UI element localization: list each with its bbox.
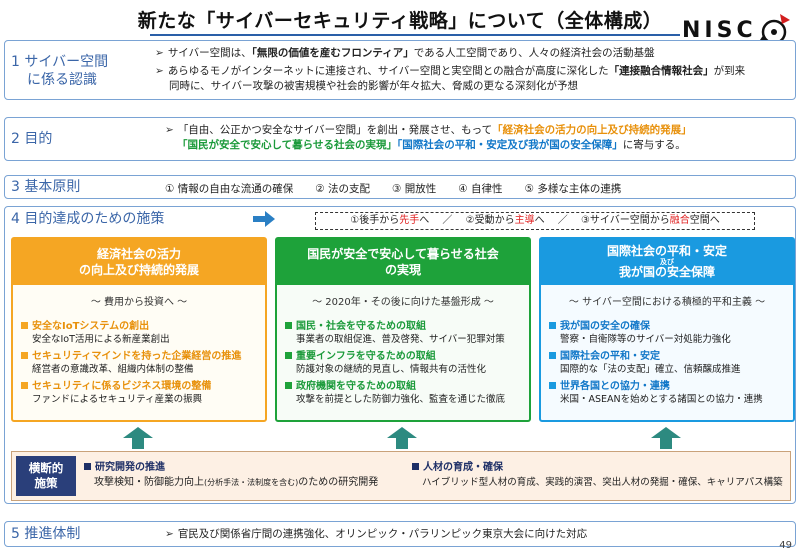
page-number: 49 [779, 540, 792, 551]
card-item-list: 安全なIoTシステムの創出 安全なIoT活用による新産業創出 セキュリティマイン… [13, 308, 265, 406]
card-economic-vitality: 経済社会の活力 の向上及び持続的発展 ～ 費用から投資へ ～ 安全なIoTシステ… [11, 237, 267, 422]
card-item-desc: 米国・ASEANを始めとする諸国との協力・連携 [560, 394, 763, 405]
section-3-label: 3 基本原則 [11, 179, 81, 195]
card-subtitle: ～ 費用から投資へ ～ [90, 297, 188, 308]
section-5-body: ➢官民及び関係省庁間の連携強化、オリンピック・パラリンピック東京大会に向けた対応 [165, 528, 588, 540]
card-item-desc: 経営者の意識改革、組織内体制の整備 [32, 364, 194, 375]
card-safe-society: 国民が安全で安心して暮らせる社会 の実現 ～ 2020年・その後に向けた基盤形成… [275, 237, 531, 422]
bullet-2: ➢あらゆるモノがインターネットに連接され、サイバー空間と実空間との融合が高度に深… [155, 65, 746, 77]
right-arrow-icon [253, 211, 275, 227]
cross-cutting-label: 横断的 施策 [16, 456, 76, 496]
card-item-desc: 攻撃を前提とした防御力強化、監査を通じた徹底 [296, 394, 506, 405]
card-item-title: 重要インフラを守るための取組 [285, 350, 521, 363]
principle-item: ① 情報の自由な流通の確保 [165, 183, 294, 195]
purpose-line-2: 「国民が安全で安心して暮らせる社会の実現」「国際社会の平和・安定及び我が国の安全… [177, 139, 686, 151]
section-1-label: 1 サイバー空間 に係る認識 [11, 53, 108, 89]
section-cyberspace-recognition: 1 サイバー空間 に係る認識 ➢サイバー空間は、「無限の価値を産むフロンティア」… [4, 40, 796, 100]
approach-shift-box: ①後手から先手へ ／ ②受動から主導へ ／ ③サイバー空間から融合空間へ [315, 212, 755, 230]
card-item-title: 政府機関を守るための取組 [285, 380, 521, 393]
section-purpose: 2 目的 ➢「自由、公正かつ安全なサイバー空間」を創出・発展させ、もって「経済社… [4, 117, 796, 161]
section-basic-principles: 3 基本原則 ① 情報の自由な流通の確保 ② 法の支配 ③ 開放性 ④ 自律性 … [4, 175, 796, 199]
card-header: 経済社会の活力 の向上及び持続的発展 [13, 239, 265, 285]
bullet-1: ➢サイバー空間は、「無限の価値を産むフロンティア」である人工空間であり、人々の経… [155, 47, 655, 59]
card-item-title: 世界各国との協力・連携 [549, 380, 785, 393]
cross-cutting-measures: 横断的 施策 研究開発の推進 攻撃検知・防御能力向上(分析手法・法制度を含む)の… [11, 451, 791, 501]
principle-item: ③ 開放性 [392, 183, 437, 195]
card-header: 国際社会の平和・安定 及び 我が国の安全保障 [541, 239, 793, 285]
cross-item-title: 研究開発の推進 [84, 460, 414, 475]
principle-item: ④ 自律性 [458, 183, 503, 195]
purpose-line-1: ➢「自由、公正かつ安全なサイバー空間」を創出・発展させ、もって「経済社会の活力の… [165, 124, 692, 136]
section-promotion-system: 5 推進体制 ➢官民及び関係省庁間の連携強化、オリンピック・パラリンピック東京大… [4, 521, 796, 547]
cross-item-desc: ハイブリッド型人材の育成、実践的演習、突出人材の発掘・確保、キャリアパス構築 [422, 477, 783, 488]
up-arrow-icon [651, 427, 681, 449]
card-international-peace: 国際社会の平和・安定 及び 我が国の安全保障 ～ サイバー空間における積極的平和… [539, 237, 795, 422]
title-underline [150, 34, 680, 36]
card-item-list: 我が国の安全の確保 警察・自衛隊等のサイバー対処能力強化 国際社会の平和・安定 … [541, 308, 793, 406]
section-4-label: 4 目的達成のための施策 [11, 211, 165, 227]
section-2-label: 2 目的 [11, 131, 53, 147]
card-item-title: 国民・社会を守るための取組 [285, 320, 521, 333]
principle-item: ⑤ 多様な主体の連携 [524, 183, 622, 195]
card-item-title: 我が国の安全の確保 [549, 320, 785, 333]
cross-item-rnd: 研究開発の推進 攻撃検知・防御能力向上(分析手法・法制度を含む)のための研究開発 [84, 460, 414, 490]
cross-item-title: 人材の育成・確保 [412, 460, 788, 475]
card-item-title: セキュリティに係るビジネス環境の整備 [21, 380, 257, 393]
section-5-label: 5 推進体制 [11, 526, 81, 542]
cross-item-hr: 人材の育成・確保 ハイブリッド型人材の育成、実践的演習、突出人材の発掘・確保、キ… [412, 460, 788, 490]
card-item-desc: 防護対象の継続的見直し、情報共有の活性化 [296, 364, 487, 375]
up-arrow-icon [123, 427, 153, 449]
logo-text: NISC [682, 18, 757, 43]
card-subtitle: ～ サイバー空間における積極的平和主義 ～ [568, 297, 766, 308]
page-title: 新たな「サイバーセキュリティ戦略」について（全体構成） [137, 10, 663, 32]
card-item-desc: 国際的な「法の支配」確立、信頼醸成推進 [560, 364, 741, 375]
section-measures: 4 目的達成のための施策 ①後手から先手へ ／ ②受動から主導へ ／ ③サイバー… [4, 206, 796, 504]
card-subtitle: ～ 2020年・その後に向けた基盤形成 ～ [312, 297, 494, 308]
card-item-desc: 事業者の取組促進、普及啓発、サイバー犯罪対策 [296, 334, 505, 345]
section-2-body: ➢「自由、公正かつ安全なサイバー空間」を創出・発展させ、もって「経済社会の活力の… [165, 123, 791, 153]
card-item-desc: 安全なIoT活用による新産業創出 [32, 334, 170, 345]
section-1-body: ➢サイバー空間は、「無限の価値を産むフロンティア」である人工空間であり、人々の経… [155, 46, 791, 94]
principles-list: ① 情報の自由な流通の確保 ② 法の支配 ③ 開放性 ④ 自律性 ⑤ 多様な主体… [165, 181, 621, 196]
card-header: 国民が安全で安心して暮らせる社会 の実現 [277, 239, 529, 285]
card-item-title: 国際社会の平和・安定 [549, 350, 785, 363]
bullet-2-line2: 同時に、サイバー攻撃の被害規模や社会的影響が年々拡大、脅威の更なる深刻化が予想 [169, 80, 578, 92]
up-arrow-icon [387, 427, 417, 449]
principle-item: ② 法の支配 [315, 183, 371, 195]
card-item-desc: 警察・自衛隊等のサイバー対処能力強化 [560, 334, 731, 345]
card-item-title: 安全なIoTシステムの創出 [21, 320, 257, 333]
card-item-list: 国民・社会を守るための取組 事業者の取組促進、普及啓発、サイバー犯罪対策 重要イ… [277, 308, 529, 406]
section-1-label-line1: 1 サイバー空間 [11, 54, 109, 70]
section-1-label-line2: に係る認識 [27, 72, 97, 88]
cross-item-desc: 攻撃検知・防御能力向上(分析手法・法制度を含む)のための研究開発 [94, 477, 379, 488]
card-item-desc: ファンドによるセキュリティ産業の振興 [32, 394, 203, 405]
card-item-title: セキュリティマインドを持った企業経営の推進 [21, 350, 257, 363]
